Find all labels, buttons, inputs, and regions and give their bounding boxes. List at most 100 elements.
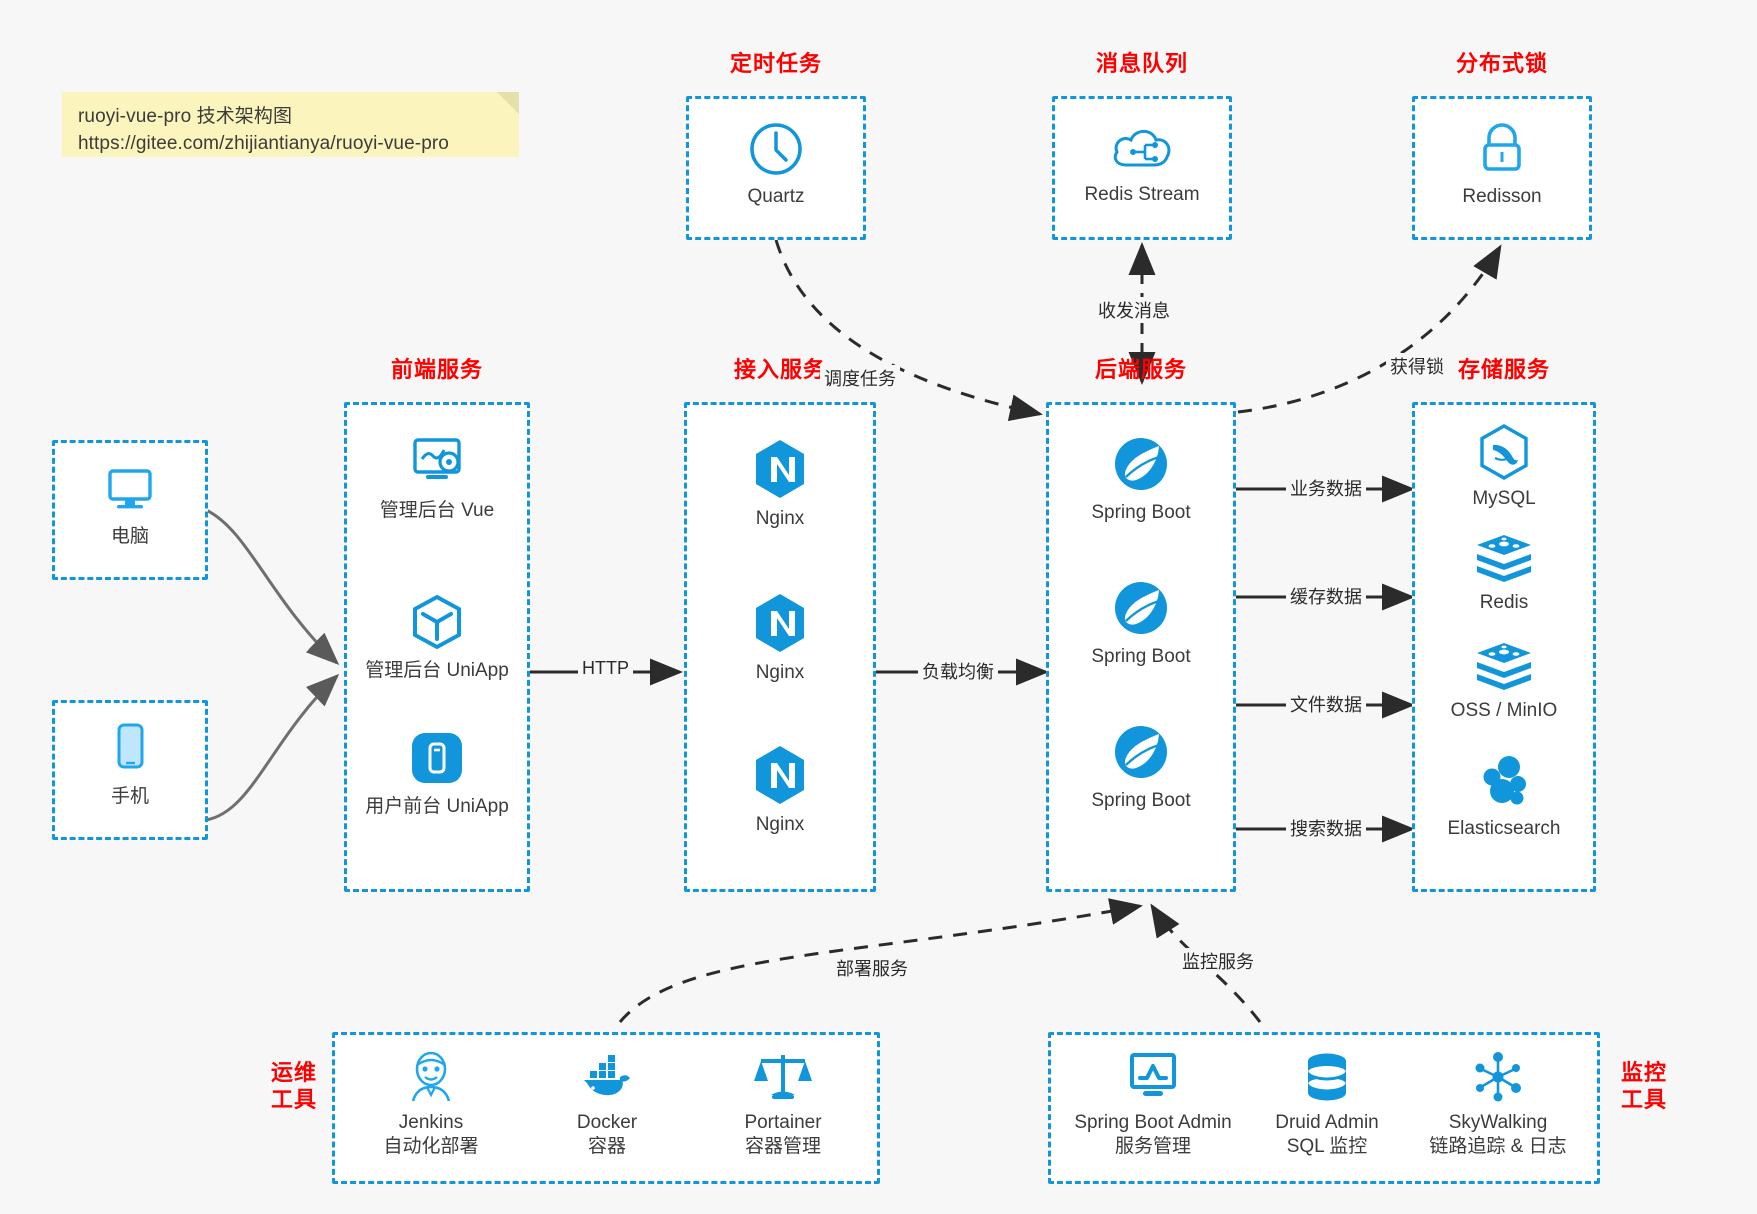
nginx-icon: [756, 594, 804, 652]
group-box-storage: MySQL Redis OS: [1412, 402, 1596, 892]
node-label: Spring Boot: [1091, 646, 1191, 667]
group-label-scheduler: 定时任务: [729, 51, 822, 76]
node-label: Spring Boot: [1091, 502, 1191, 523]
group-box-lock: Redisson: [1412, 96, 1592, 240]
node-label: Druid Admin: [1275, 1112, 1379, 1133]
node-sublabel: 容器: [587, 1136, 626, 1158]
monitor-icon: [108, 469, 152, 509]
group-label-storage: 存储服务: [1457, 357, 1550, 382]
node-mysql[interactable]: MySQL: [1415, 423, 1593, 511]
node-docker[interactable]: Docker 容器: [521, 1049, 693, 1160]
node-label: Nginx: [755, 814, 805, 835]
node-phone[interactable]: 手机: [55, 719, 205, 809]
diagram-note: ruoyi-vue-pro 技术架构图 https://gitee.com/zh…: [62, 92, 519, 157]
node-redisson[interactable]: Redisson: [1415, 119, 1589, 209]
group-label-devops-line2: 工具: [270, 1086, 317, 1112]
group-box-scheduler: Quartz: [686, 96, 866, 240]
node-nginx-1[interactable]: Nginx: [687, 437, 873, 531]
node-label: Docker: [576, 1112, 638, 1133]
lock-icon: [1483, 123, 1521, 171]
nginx-icon: [756, 440, 804, 498]
docker-whale-icon: [584, 1055, 630, 1096]
node-label: Spring Boot Admin: [1074, 1112, 1232, 1133]
node-label: Jenkins: [398, 1112, 464, 1133]
edge-label-acquire-lock: 获得锁: [1386, 353, 1448, 379]
node-label: Nginx: [755, 662, 805, 683]
note-url: https://gitee.com/zhijiantianya/ruoyi-vu…: [78, 132, 449, 154]
node-skywalking[interactable]: SkyWalking 链路追踪 & 日志: [1399, 1049, 1597, 1160]
node-spring-boot-2[interactable]: Spring Boot: [1049, 577, 1233, 669]
node-elasticsearch[interactable]: Elasticsearch: [1415, 753, 1593, 841]
note-title: ruoyi-vue-pro 技术架构图: [78, 106, 293, 127]
group-box-mq: Redis Stream: [1052, 96, 1232, 240]
phone-icon: [117, 723, 144, 769]
spring-leaf-icon: [1115, 726, 1167, 778]
uniapp-cube-icon: [413, 594, 461, 650]
group-label-backend: 后端服务: [1094, 357, 1187, 382]
group-box-backend: Spring Boot Spring Boot Spring Boot: [1046, 402, 1236, 892]
elasticsearch-cluster-icon: [1483, 756, 1526, 805]
edge-label-file-data: 文件数据: [1286, 691, 1366, 717]
node-nginx-2[interactable]: Nginx: [687, 591, 873, 685]
group-box-monitor: Spring Boot Admin 服务管理 Druid Admin SQL 监…: [1048, 1032, 1600, 1184]
node-spring-boot-1[interactable]: Spring Boot: [1049, 433, 1233, 525]
node-label: 管理后台 Vue: [379, 500, 495, 521]
node-redis[interactable]: Redis: [1415, 533, 1593, 615]
cloud-network-icon: [1113, 129, 1171, 167]
node-spring-boot-3[interactable]: Spring Boot: [1049, 721, 1233, 813]
mysql-dolphin-icon: [1480, 424, 1528, 480]
edge-label-search-data: 搜索数据: [1286, 815, 1366, 841]
node-label: Redisson: [1462, 186, 1542, 207]
node-admin-vue[interactable]: 管理后台 Vue: [347, 431, 527, 523]
nginx-icon: [756, 746, 804, 804]
edge-label-observe: 监控服务: [1178, 948, 1258, 974]
node-sublabel: 服务管理: [1114, 1136, 1191, 1158]
node-portainer[interactable]: Portainer 容器管理: [697, 1049, 869, 1160]
note-fold-icon: [497, 92, 519, 114]
edge-label-deploy: 部署服务: [832, 955, 912, 981]
node-label: OSS / MinIO: [1450, 700, 1558, 721]
node-redis-stream[interactable]: Redis Stream: [1055, 121, 1229, 207]
node-label: Redis Stream: [1084, 184, 1200, 205]
node-label: 管理后台 UniApp: [365, 660, 509, 681]
redis-stack-icon: [1477, 535, 1531, 582]
edge-label-http: HTTP: [578, 658, 633, 679]
group-label-monitor: 监控 工具: [1608, 1060, 1680, 1114]
node-user-uniapp[interactable]: 用户前台 UniApp: [347, 727, 527, 819]
node-label: Nginx: [755, 508, 805, 529]
mobile-app-icon: [412, 733, 462, 783]
edge-label-biz-data: 业务数据: [1286, 475, 1366, 501]
group-box-gateway: Nginx Nginx Nginx: [684, 402, 876, 892]
jenkins-butler-icon: [411, 1051, 451, 1102]
node-oss-minio[interactable]: OSS / MinIO: [1415, 641, 1593, 723]
edge-label-schedule: 调度任务: [820, 365, 900, 391]
node-label: Elasticsearch: [1447, 818, 1561, 839]
node-sublabel: 链路追踪 & 日志: [1429, 1136, 1567, 1158]
node-jenkins[interactable]: Jenkins 自动化部署: [345, 1049, 517, 1160]
group-box-frontend: 管理后台 Vue 管理后台 UniApp 用户前台 UniApp: [344, 402, 530, 892]
group-label-monitor-line2: 工具: [1620, 1086, 1667, 1112]
edge-label-cache-data: 缓存数据: [1286, 583, 1366, 609]
node-nginx-3[interactable]: Nginx: [687, 743, 873, 837]
node-druid-admin[interactable]: Druid Admin SQL 监控: [1243, 1049, 1411, 1160]
node-spring-boot-admin[interactable]: Spring Boot Admin 服务管理: [1055, 1049, 1251, 1160]
node-label: SkyWalking: [1448, 1112, 1548, 1133]
clock-icon: [750, 123, 802, 175]
group-label-lock: 分布式锁: [1455, 51, 1548, 76]
node-label: Quartz: [747, 186, 805, 207]
node-admin-uniapp[interactable]: 管理后台 UniApp: [347, 591, 527, 683]
node-label: 电脑: [110, 526, 149, 547]
node-label: 用户前台 UniApp: [365, 796, 509, 817]
node-quartz[interactable]: Quartz: [689, 119, 863, 209]
skywalking-nodes-icon: [1475, 1052, 1521, 1102]
group-box-client-pc: 电脑: [52, 440, 208, 580]
node-sublabel: 容器管理: [744, 1136, 821, 1158]
node-label: Redis: [1479, 592, 1529, 613]
group-label-frontend: 前端服务: [390, 357, 483, 382]
node-computer[interactable]: 电脑: [55, 461, 205, 549]
node-label: Portainer: [744, 1112, 822, 1133]
node-sublabel: SQL 监控: [1286, 1136, 1368, 1158]
node-sublabel: 自动化部署: [383, 1136, 479, 1158]
spring-leaf-icon: [1115, 438, 1167, 490]
